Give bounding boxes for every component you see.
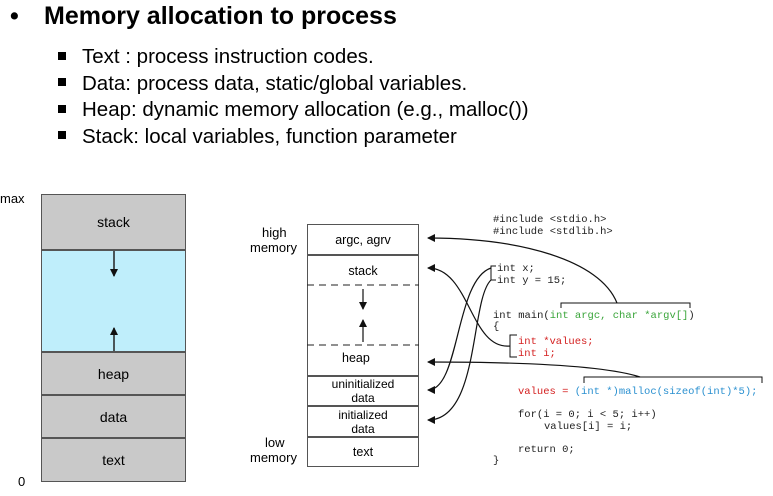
- bullet-item: Text : process instruction codes.: [58, 44, 529, 71]
- code-values-decl: int *values;: [518, 336, 594, 348]
- zero-label: 0: [18, 474, 26, 489]
- locals-to-stack-arrow: [427, 264, 511, 347]
- segment-label: text: [352, 445, 374, 459]
- segment-label: initialized: [338, 407, 388, 422]
- left-data-segment: data: [41, 395, 186, 438]
- max-label: max: [0, 191, 25, 206]
- malloc-bracket: [583, 376, 763, 383]
- code-include-stdlib: #include <stdlib.h>: [493, 226, 613, 238]
- globals-bracket: [490, 265, 496, 281]
- code-close-brace: }: [493, 455, 500, 467]
- bullet-item: Heap: dynamic memory allocation (e.g., m…: [58, 97, 529, 124]
- segment-label: data: [351, 421, 375, 436]
- left-text-segment: text: [41, 438, 186, 482]
- code-include-stdio: #include <stdio.h>: [493, 214, 607, 226]
- main-args-bracket: [560, 302, 691, 308]
- code-malloc-line: values = (int *)malloc(sizeof(int)*5);: [518, 386, 757, 398]
- high-memory-label-2: memory: [250, 240, 297, 255]
- slide-title: • Memory allocation to process: [10, 2, 397, 31]
- code-main-args: int argc, char *argv[]: [549, 310, 689, 322]
- title-text: Memory allocation to process: [44, 2, 397, 30]
- bullet-text: Data: process data, static/global variab…: [82, 71, 468, 95]
- segment-label: uninitialized: [331, 377, 395, 391]
- code-open-brace: {: [493, 321, 500, 333]
- square-bullet-icon: [58, 131, 66, 140]
- title-bullet: •: [10, 2, 19, 30]
- code-x-decl: int x;: [497, 263, 535, 275]
- square-bullet-icon: [58, 51, 66, 60]
- segment-label: data: [99, 408, 128, 425]
- low-memory-label: low: [265, 435, 285, 450]
- segment-label: data: [351, 391, 375, 405]
- right-argc-segment: argc, agrv: [307, 224, 419, 255]
- right-heap-label: heap: [342, 351, 370, 365]
- bullet-text: Stack: local variables, function paramet…: [82, 124, 457, 148]
- segment-label: stack: [348, 264, 378, 278]
- segment-label: stack: [97, 214, 130, 230]
- bullet-text: Heap: dynamic memory allocation (e.g., m…: [82, 98, 529, 121]
- argc-arrow: [427, 234, 618, 304]
- code-return-line: return 0;: [518, 444, 575, 456]
- segment-label: text: [102, 452, 125, 468]
- high-memory-label: high: [262, 225, 287, 240]
- left-stack-segment: stack: [41, 194, 186, 250]
- bullet-item: Data: process data, static/global variab…: [58, 71, 529, 98]
- code-malloc-call: (int *)malloc(sizeof(int)*5);: [574, 386, 758, 398]
- square-bullet-icon: [58, 104, 66, 113]
- bullet-list: Text : process instruction codes. Data: …: [58, 44, 529, 150]
- right-initialized-segment: initialized data: [307, 406, 419, 437]
- right-text-segment: text: [307, 437, 419, 467]
- left-heap-segment: heap: [41, 352, 186, 395]
- right-stack-heap-region: stack: [307, 255, 419, 376]
- code-i-decl: int i;: [518, 348, 556, 360]
- code-main-prefix: int main(: [493, 310, 550, 322]
- code-values-var: values =: [518, 386, 575, 398]
- malloc-to-heap-arrow: [427, 358, 641, 378]
- right-uninitialized-segment: uninitialized data: [307, 376, 419, 406]
- bullet-item: Stack: local variables, function paramet…: [58, 124, 529, 151]
- low-memory-label-2: memory: [250, 450, 297, 465]
- code-main-suffix: ): [688, 310, 695, 322]
- locals-bracket: [509, 334, 517, 358]
- code-body-line: values[i] = i;: [544, 421, 633, 433]
- global-x-arrow: [427, 267, 492, 394]
- code-for-line: for(i = 0; i < 5; i++): [518, 409, 657, 421]
- segment-label: heap: [97, 365, 130, 382]
- bullet-text: Text : process instruction codes.: [82, 45, 374, 68]
- segment-label: argc, agrv: [335, 232, 391, 247]
- square-bullet-icon: [58, 78, 66, 87]
- code-y-decl: int y = 15;: [497, 275, 567, 287]
- code-main-line: int main(int argc, char *argv[]): [493, 310, 695, 322]
- label-line: high: [262, 225, 287, 240]
- global-y-arrow: [427, 279, 492, 424]
